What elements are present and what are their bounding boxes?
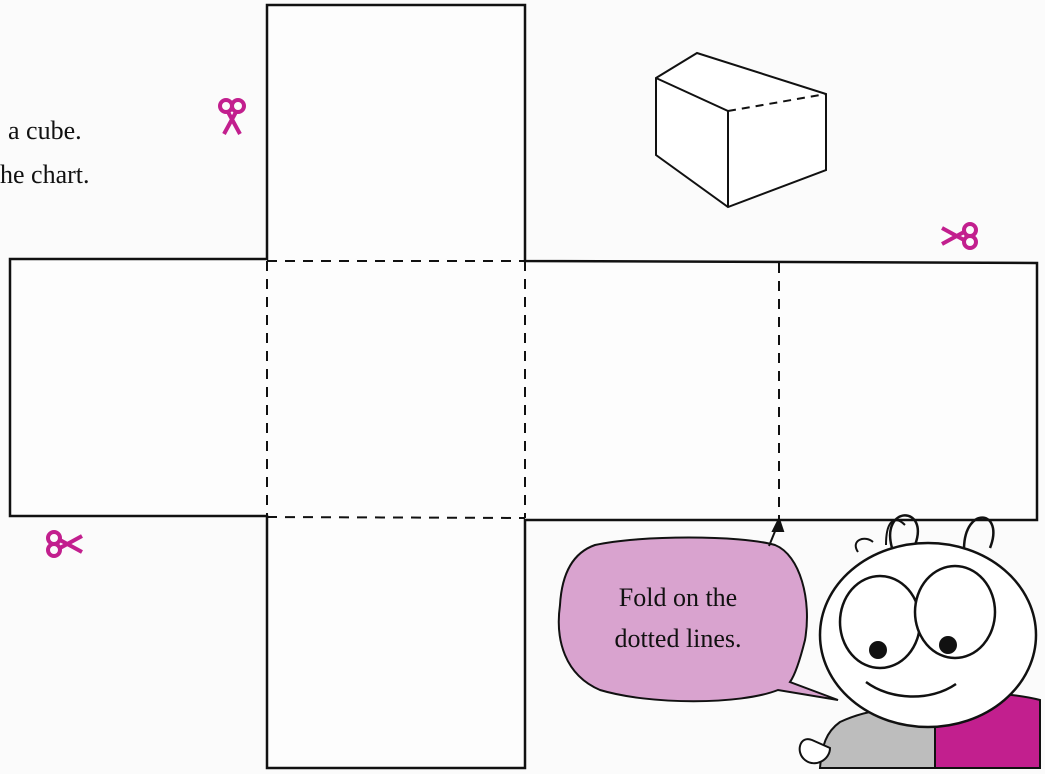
fold-line-bottom [266, 516, 526, 519]
speech-bubble-line-2: dotted lines. [614, 624, 742, 653]
speech-bubble-line-1: Fold on the [618, 583, 738, 612]
bug-mascot [798, 514, 1041, 769]
instruction-line-1: a cube. [8, 116, 82, 145]
scissors-icon [218, 98, 246, 135]
fold-lines [266, 260, 780, 519]
speech-bubble [557, 536, 839, 703]
scissors-icon [46, 530, 83, 558]
instruction-line-2: he chart. [0, 160, 90, 189]
scissors-icon [941, 222, 978, 250]
cube-icon [655, 51, 827, 209]
arrow-icon [768, 516, 785, 547]
